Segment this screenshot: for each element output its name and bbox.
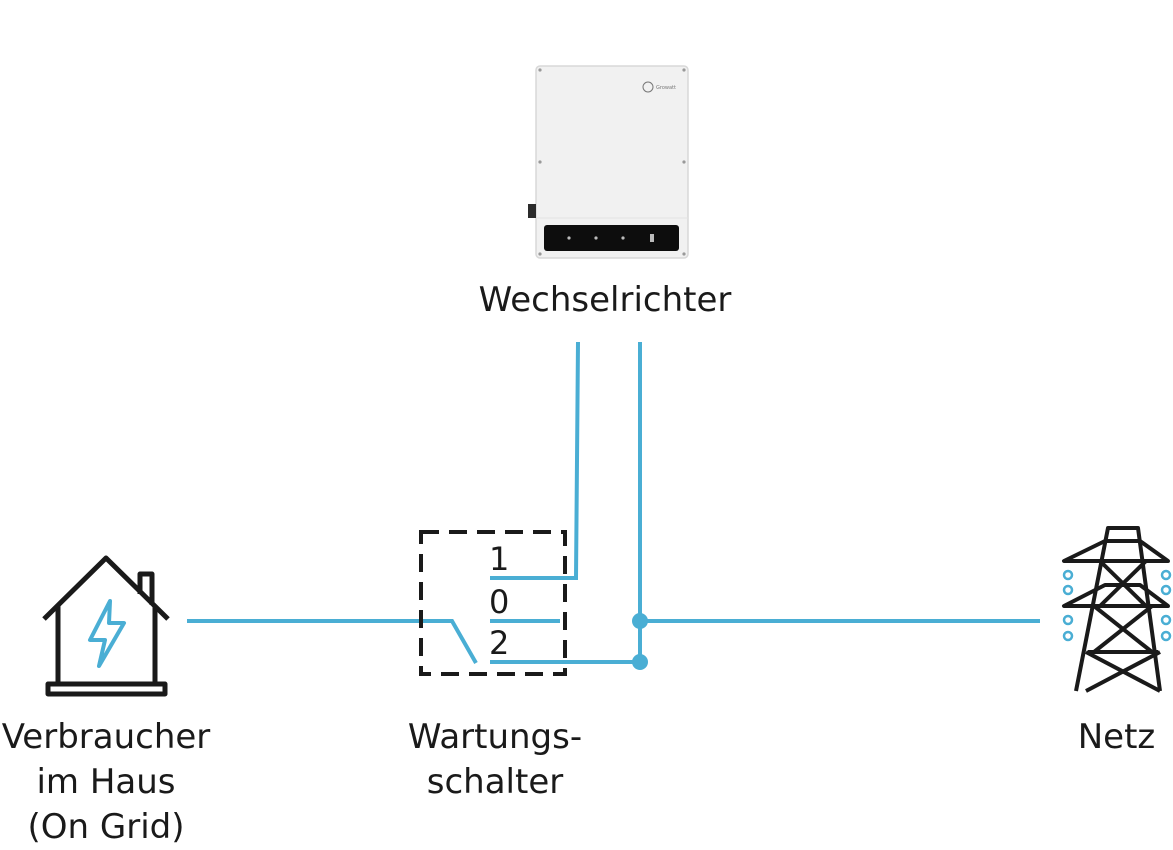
switch-position-0: 0 xyxy=(489,583,509,621)
switch-label-line: Wartungs- xyxy=(407,717,583,757)
lightning-bolt-icon xyxy=(88,599,126,668)
house-label-line: (On Grid) xyxy=(27,807,185,847)
insulator-icons xyxy=(1062,569,1172,642)
switch-position-2: 2 xyxy=(489,624,509,662)
maintenance-switch-box xyxy=(419,530,567,676)
switch-label-line: schalter xyxy=(426,762,564,802)
wiring-lines xyxy=(187,341,1040,664)
wire-house-to-switch xyxy=(187,619,478,664)
junction-dot xyxy=(632,613,648,629)
inverter-logo-icon xyxy=(642,81,654,93)
inverter-label: Wechselrichter xyxy=(478,280,732,320)
inverter-display-panel xyxy=(544,225,679,251)
wire-inverter-to-pos1 xyxy=(490,341,580,580)
grid-label: Netz xyxy=(1077,717,1156,757)
house-icon xyxy=(42,555,170,697)
inverter-image: Growatt xyxy=(528,65,689,259)
junction-dot xyxy=(632,654,648,670)
inverter-brand-text: Growatt xyxy=(656,85,676,91)
house-label-line: Verbraucher xyxy=(1,717,211,757)
switch-label: Wartungs- schalter xyxy=(370,715,620,805)
house-label-line: im Haus xyxy=(36,762,176,802)
switch-position-1: 1 xyxy=(489,540,509,578)
house-label: Verbraucher im Haus (On Grid) xyxy=(0,715,212,850)
power-pylon-icon xyxy=(1062,526,1170,693)
